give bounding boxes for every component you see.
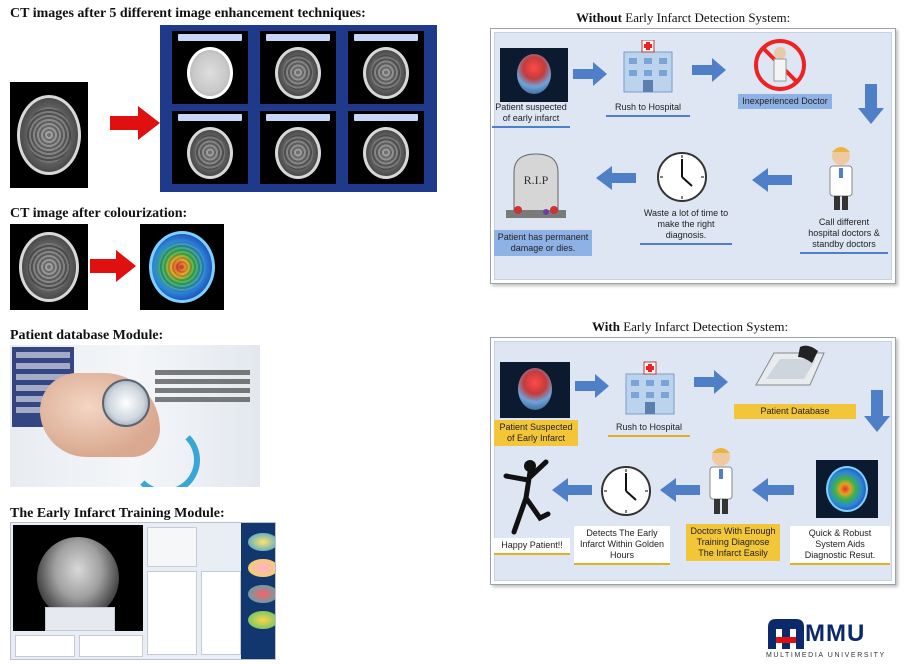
left-arrow-icon bbox=[752, 478, 794, 502]
enhanced-ct-2 bbox=[260, 31, 336, 104]
without-step-4: Call different hospital doctors & standb… bbox=[800, 215, 888, 254]
tombstone-icon: R.I.P bbox=[500, 150, 572, 220]
hospital-icon bbox=[618, 360, 682, 416]
right-arrow-icon bbox=[692, 58, 726, 82]
hospital-icon bbox=[616, 39, 680, 94]
without-step-5: Waste a lot of time to make the right di… bbox=[640, 206, 732, 245]
left-arrow-icon bbox=[660, 478, 700, 502]
no-doctor-icon bbox=[752, 35, 808, 93]
enhanced-ct-5 bbox=[260, 111, 336, 184]
training-module-screenshot bbox=[10, 522, 276, 660]
laptop-icon bbox=[752, 345, 828, 393]
patient-head-icon bbox=[500, 48, 568, 102]
with-flow-title: With Early Infarct Detection System: bbox=[592, 319, 789, 334]
colourization-heading: CT image after colourization: bbox=[10, 206, 188, 221]
right-arrow-icon bbox=[694, 370, 728, 394]
with-step-3: Patient Database bbox=[734, 404, 856, 419]
left-arrow-icon bbox=[552, 478, 592, 502]
mmu-logo-subtitle: MULTIMEDIA UNIVERSITY bbox=[766, 652, 886, 659]
clock-icon bbox=[598, 464, 654, 518]
without-flow-title: Without Early Infarct Detection System: bbox=[576, 10, 791, 25]
grey-ct-image bbox=[10, 224, 88, 310]
color-ct-icon bbox=[816, 460, 878, 518]
with-step-5: Doctors With Enough Training Diagnose Th… bbox=[686, 524, 780, 561]
mmu-logo-text: MMU bbox=[805, 620, 866, 647]
doctor-icon bbox=[822, 144, 860, 212]
enhanced-ct-6 bbox=[348, 111, 424, 184]
enhanced-ct-1 bbox=[172, 31, 248, 104]
without-step-2: Rush to Hospital bbox=[606, 100, 690, 117]
colourized-ct-image bbox=[140, 224, 224, 310]
enhancement-heading: CT images after 5 different image enhanc… bbox=[10, 6, 366, 21]
down-arrow-icon bbox=[864, 390, 890, 432]
without-step-3: Inexperienced Doctor bbox=[738, 94, 832, 109]
right-arrow-icon bbox=[573, 62, 607, 86]
training-heading: The Early Infarct Training Module: bbox=[10, 506, 225, 521]
down-arrow-icon bbox=[858, 84, 884, 124]
enhancement-grid-panel bbox=[160, 25, 437, 192]
with-step-7: Happy Patient!! bbox=[494, 538, 570, 555]
red-arrow-icon bbox=[90, 250, 136, 282]
enhanced-ct-3 bbox=[348, 31, 424, 104]
without-step-1: Patient suspected of early infarct bbox=[492, 100, 570, 128]
doctor-icon bbox=[702, 444, 740, 516]
happy-dancer-icon bbox=[500, 456, 552, 536]
with-step-4: Quick & Robust System Aids Diagnostic Re… bbox=[790, 526, 890, 565]
left-arrow-icon bbox=[752, 168, 792, 192]
with-step-6: Detects The Early Infarct Within Golden … bbox=[574, 526, 670, 565]
patient-head-icon bbox=[500, 362, 570, 418]
with-step-2: Rush to Hospital bbox=[608, 420, 690, 437]
original-ct-image bbox=[10, 82, 88, 188]
clock-icon bbox=[654, 150, 710, 204]
with-step-1: Patient Suspected of Early Infarct bbox=[494, 420, 578, 446]
mmu-logo-icon bbox=[768, 619, 804, 649]
without-step-6: Patient has permanent damage or dies. bbox=[494, 230, 592, 256]
left-arrow-icon bbox=[596, 166, 636, 190]
enhanced-ct-4 bbox=[172, 111, 248, 184]
patient-database-screenshot bbox=[10, 345, 260, 487]
database-heading: Patient database Module: bbox=[10, 328, 164, 343]
right-arrow-icon bbox=[575, 374, 609, 398]
red-arrow-icon bbox=[110, 106, 160, 140]
svg-text:R.I.P: R.I.P bbox=[524, 173, 549, 187]
